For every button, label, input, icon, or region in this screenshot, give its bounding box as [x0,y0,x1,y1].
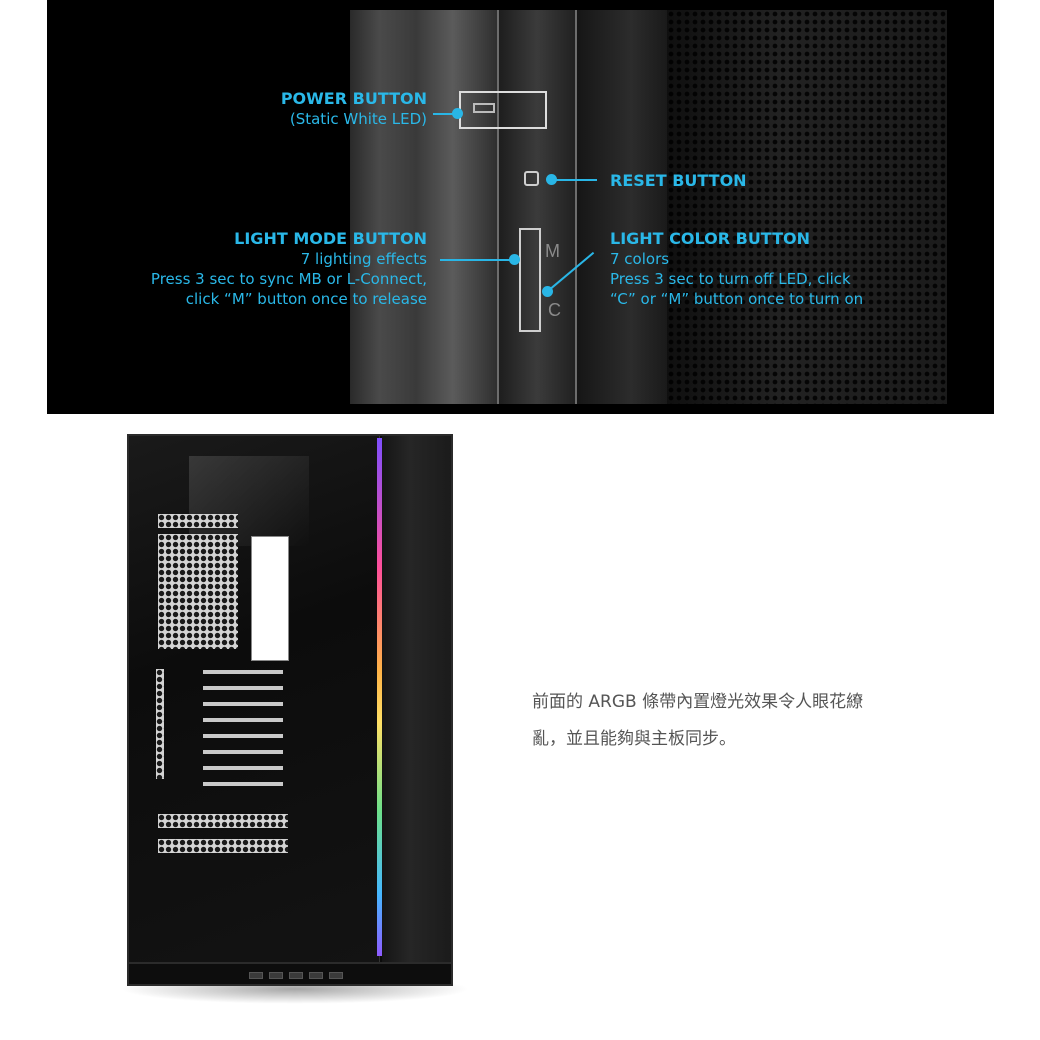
brushed-metal-panel [350,10,497,404]
light-mode-connector-line [440,259,510,261]
expansion-slot [203,686,283,690]
expansion-slot [203,702,283,706]
reset-connector-line [555,179,597,181]
light-color-label: LIGHT COLOR BUTTON 7 colors Press 3 sec … [610,229,863,309]
light-color-line3: “C” or “M” button once to turn on [610,290,864,308]
expansion-slot [203,782,283,786]
light-color-title: LIGHT COLOR BUTTON [610,229,810,248]
tempered-glass-panel [129,436,380,962]
light-mode-title: LIGHT MODE BUTTON [234,229,427,248]
expansion-slot [203,718,283,722]
argb-light-strip [377,438,382,956]
product-description: 前面的 ARGB 條帶內置燈光效果令人眼花繚 亂，並且能夠與主板同步。 [532,684,962,758]
m-letter: M [545,241,560,261]
light-color-line1: 7 colors [610,250,670,268]
light-button-outline [519,228,541,332]
description-line-2: 亂，並且能夠與主板同步。 [532,729,736,749]
hex-vent-top [158,514,238,528]
hex-vent-main [158,534,238,649]
hex-vent-psu-1 [158,814,288,828]
io-port [309,972,323,979]
power-connector-dot [452,108,463,119]
reset-connector-dot [546,174,557,185]
light-color-line2: Press 3 sec to turn off LED, click [610,270,851,288]
expansion-slot [203,734,283,738]
glass-reflection [189,456,309,546]
light-mode-line3: click “M” button once to release [185,290,427,308]
power-connector-line [433,113,453,115]
cpu-cutout [251,536,289,661]
power-button-outline [459,91,547,129]
button-diagram-banner: M C POWER BUTTON (Static White LED) RESE… [47,0,994,414]
hex-vent-psu-2 [158,839,288,853]
light-mode-connector-dot [509,254,520,265]
panel-seam [575,10,577,404]
mesh-shade [667,10,947,404]
power-button-title: POWER BUTTON [280,89,427,108]
io-port [269,972,283,979]
reset-button-outline [524,171,539,186]
power-button-label: POWER BUTTON (Static White LED) [281,89,427,129]
io-port [249,972,263,979]
reset-button-title: RESET BUTTON [610,171,747,190]
description-line-1: 前面的 ARGB 條帶內置燈光效果令人眼花繚 [532,692,864,712]
light-mode-line2: Press 3 sec to sync MB or L-Connect, [150,270,427,288]
case-base [127,962,453,986]
hex-vent-side [156,669,164,779]
light-color-connector-dot [542,286,553,297]
front-panel [382,436,451,962]
io-port [329,972,343,979]
reset-button-label: RESET BUTTON [610,171,747,191]
io-port [289,972,303,979]
c-letter: C [548,300,561,320]
front-edge-panel [497,10,577,404]
light-mode-label: LIGHT MODE BUTTON 7 lighting effects Pre… [151,229,427,309]
expansion-slot [203,766,283,770]
side-edge-panel [577,10,667,404]
pc-case-image [110,434,470,1004]
panel-seam [497,10,499,404]
light-mode-line1: 7 lighting effects [300,250,427,268]
power-button-desc: (Static White LED) [289,110,427,128]
expansion-slot [203,670,283,674]
expansion-slot [203,750,283,754]
